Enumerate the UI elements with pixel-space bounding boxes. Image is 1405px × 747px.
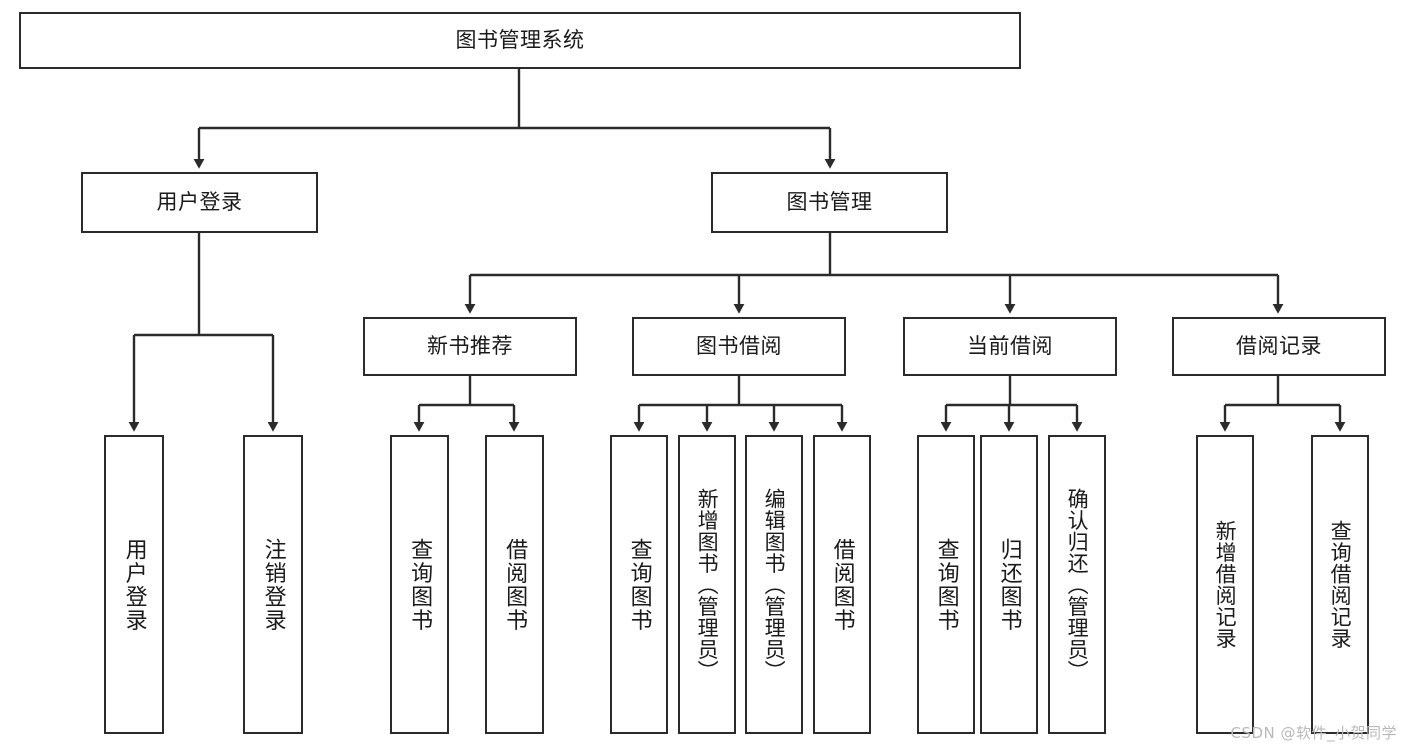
node-leaf-user-login-label: 用户登录	[121, 537, 147, 632]
node-leaf-borrow-book-2-label: 借阅图书	[829, 537, 855, 632]
node-leaf-query-book-3[interactable]: 查询图书	[917, 435, 975, 734]
node-leaf-return-book-label: 归还图书	[996, 537, 1022, 632]
node-borrow-record-label: 借阅记录	[1236, 334, 1322, 359]
node-leaf-query-book-2-label: 查询图书	[626, 537, 652, 632]
node-leaf-user-login[interactable]: 用户登录	[104, 435, 164, 734]
node-leaf-borrow-book-2[interactable]: 借阅图书	[813, 435, 871, 734]
node-borrow-record[interactable]: 借阅记录	[1172, 317, 1386, 376]
node-book-borrow-label: 图书借阅	[696, 334, 782, 359]
node-book-borrow[interactable]: 图书借阅	[632, 317, 846, 376]
node-leaf-logout[interactable]: 注销登录	[243, 435, 303, 734]
node-leaf-add-record-label: 新增借阅记录	[1213, 520, 1238, 649]
node-leaf-add-book[interactable]: 新增图书（管理员）	[678, 435, 736, 734]
node-user-login[interactable]: 用户登录	[81, 172, 318, 233]
node-leaf-confirm-return-label: 确认归还（管理员）	[1065, 487, 1090, 682]
node-leaf-query-book-3-label: 查询图书	[933, 537, 959, 632]
node-book-manage[interactable]: 图书管理	[711, 172, 948, 233]
node-leaf-logout-label: 注销登录	[260, 537, 286, 632]
node-book-manage-label: 图书管理	[786, 190, 873, 215]
node-current-borrow-label: 当前借阅	[967, 334, 1053, 359]
node-new-book-rec-label: 新书推荐	[427, 334, 513, 359]
node-leaf-confirm-return[interactable]: 确认归还（管理员）	[1048, 435, 1106, 734]
node-leaf-edit-book-label: 编辑图书（管理员）	[762, 487, 787, 682]
node-leaf-query-book-2[interactable]: 查询图书	[610, 435, 668, 734]
node-current-borrow[interactable]: 当前借阅	[903, 317, 1117, 376]
node-root[interactable]: 图书管理系统	[19, 12, 1021, 69]
node-leaf-edit-book[interactable]: 编辑图书（管理员）	[745, 435, 803, 734]
node-root-label: 图书管理系统	[455, 28, 585, 53]
node-leaf-borrow-book-1-label: 借阅图书	[502, 537, 528, 632]
node-leaf-borrow-book-1[interactable]: 借阅图书	[485, 435, 544, 734]
node-leaf-query-record[interactable]: 查询借阅记录	[1311, 435, 1369, 734]
node-leaf-add-book-label: 新增图书（管理员）	[695, 487, 720, 682]
node-leaf-add-record[interactable]: 新增借阅记录	[1196, 435, 1254, 734]
node-leaf-return-book[interactable]: 归还图书	[980, 435, 1038, 734]
node-new-book-rec[interactable]: 新书推荐	[363, 317, 577, 376]
watermark-csdn: CSDN @软件_小贺同学	[1230, 724, 1397, 742]
node-leaf-query-book-1[interactable]: 查询图书	[390, 435, 449, 734]
node-leaf-query-book-1-label: 查询图书	[407, 537, 433, 632]
node-leaf-query-record-label: 查询借阅记录	[1328, 520, 1353, 649]
node-user-login-label: 用户登录	[156, 190, 243, 215]
